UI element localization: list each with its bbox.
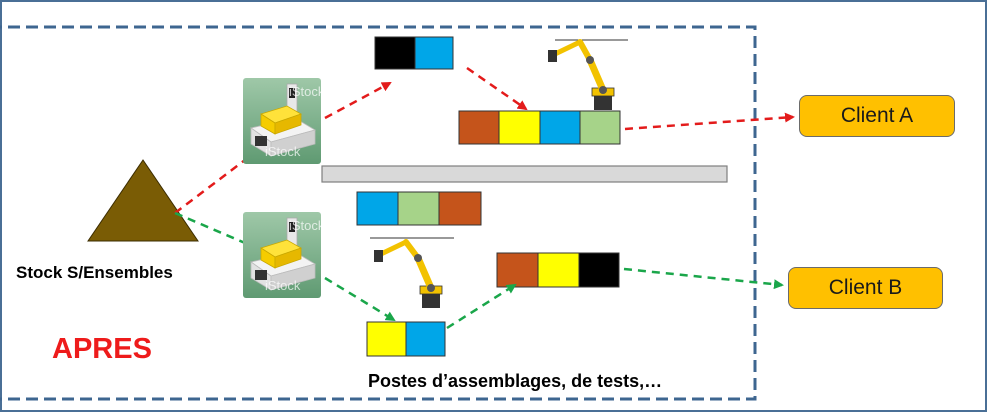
agv-robot-icon: iStock iStock — [243, 212, 321, 298]
block-row-bottom-queue — [366, 321, 446, 357]
client-b-box: Client B — [788, 267, 943, 309]
block-orange — [496, 252, 539, 288]
block-yellow — [498, 110, 541, 145]
stations-label: Postes d’assemblages, de tests,… — [368, 371, 663, 391]
block-row-top-queue — [374, 36, 454, 70]
block-green — [579, 110, 621, 145]
green-flow — [174, 211, 784, 330]
green-arrow-queue-to-sequence — [446, 283, 517, 330]
block-yellow — [537, 252, 580, 288]
block-blue — [414, 36, 454, 70]
red-flow — [174, 66, 795, 214]
status-title: APRES — [52, 333, 152, 365]
watermark: iStock — [265, 144, 301, 159]
client-a-box: Client A — [799, 95, 955, 137]
factory-boundary — [0, 25, 757, 401]
block-orange — [458, 110, 500, 145]
block-black — [374, 36, 416, 70]
block-row-client-b-sequence — [496, 252, 620, 288]
stock-triangle-icon — [87, 159, 199, 242]
block-orange — [438, 191, 482, 226]
stock-label: Stock S/Ensembles — [16, 263, 173, 282]
red-arrow-queue-to-sequence — [466, 66, 528, 111]
client-a-label: Client A — [840, 104, 914, 127]
industrial-robot-arm-icon — [370, 237, 454, 308]
client-b-label: Client B — [828, 276, 903, 299]
block-blue — [539, 110, 581, 145]
red-arrow-agv-to-queue — [324, 81, 392, 120]
agv-robot-icon: iStock iStock — [243, 78, 321, 164]
watermark: iStock — [289, 84, 321, 99]
red-arrow-sequence-to-client-a — [624, 112, 795, 131]
block-blue — [356, 191, 399, 226]
green-arrow-stock-to-agv — [174, 211, 246, 245]
green-arrow-agv-to-queue — [324, 276, 396, 322]
block-yellow — [366, 321, 407, 357]
watermark: iStock — [289, 218, 321, 233]
block-row-client-a-sequence — [458, 110, 621, 145]
red-arrow-stock-to-agv — [174, 159, 246, 214]
block-blue — [405, 321, 446, 357]
watermark: iStock — [265, 278, 301, 293]
block-row-middle-buffer — [356, 191, 482, 226]
block-green — [397, 191, 440, 226]
conveyor-bar — [321, 165, 728, 183]
industrial-robot-arm-icon — [548, 39, 628, 110]
green-arrow-sequence-to-client-b — [623, 267, 784, 290]
block-black — [578, 252, 620, 288]
